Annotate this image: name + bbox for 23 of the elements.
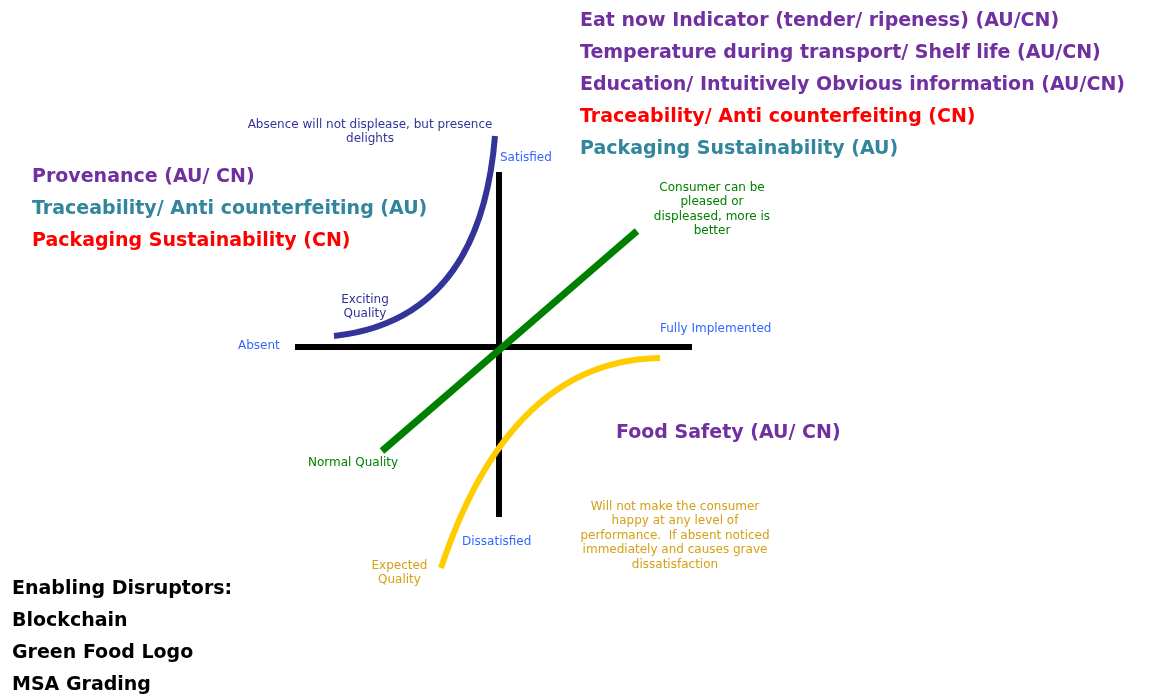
attribute-text: Eat now Indicator (tender/ ripeness) (AU/CN) (580, 8, 1060, 31)
annotation-text: Absence will not displease, but presence delights (246, 117, 494, 146)
attribute-text: Packaging Sustainability (AU) (580, 136, 899, 159)
annotation-text: Exciting Quality (340, 292, 390, 321)
annotation-text: Dissatisfied (462, 534, 532, 549)
attribute-text: Packaging Sustainability (CN) (32, 228, 351, 251)
attribute-text: Traceability/ Anti counterfeiting (CN) (580, 104, 976, 127)
attribute-text: Food Safety (AU/ CN) (616, 420, 841, 443)
attribute-text: Traceability/ Anti counterfeiting (AU) (32, 196, 428, 219)
disruptor-text: Blockchain (12, 608, 128, 631)
annotation-text: Normal Quality (308, 455, 399, 470)
disruptor-text: MSA Grading (12, 672, 151, 695)
disruptor-text: Enabling Disruptors: (12, 576, 233, 599)
annotation-text: Consumer can be pleased or displeased, more is better (652, 180, 772, 238)
annotation-text: Absent (238, 338, 280, 353)
annotation-text: Satisfied (500, 150, 552, 165)
annotation-text: Will not make the consumer happy at any level of performance. If absent noticed immediately and causes grave dissatisfaction (579, 499, 771, 571)
annotation-text: Fully Implemented (660, 321, 772, 336)
attribute-text: Provenance (AU/ CN) (32, 164, 255, 187)
attribute-text: Temperature during transport/ Shelf life (AU/CN) (580, 40, 1101, 63)
annotation-text: Expected Quality (370, 558, 429, 587)
disruptor-text: Green Food Logo (12, 640, 194, 663)
attribute-text: Education/ Intuitively Obvious information (AU/CN) (580, 72, 1125, 95)
